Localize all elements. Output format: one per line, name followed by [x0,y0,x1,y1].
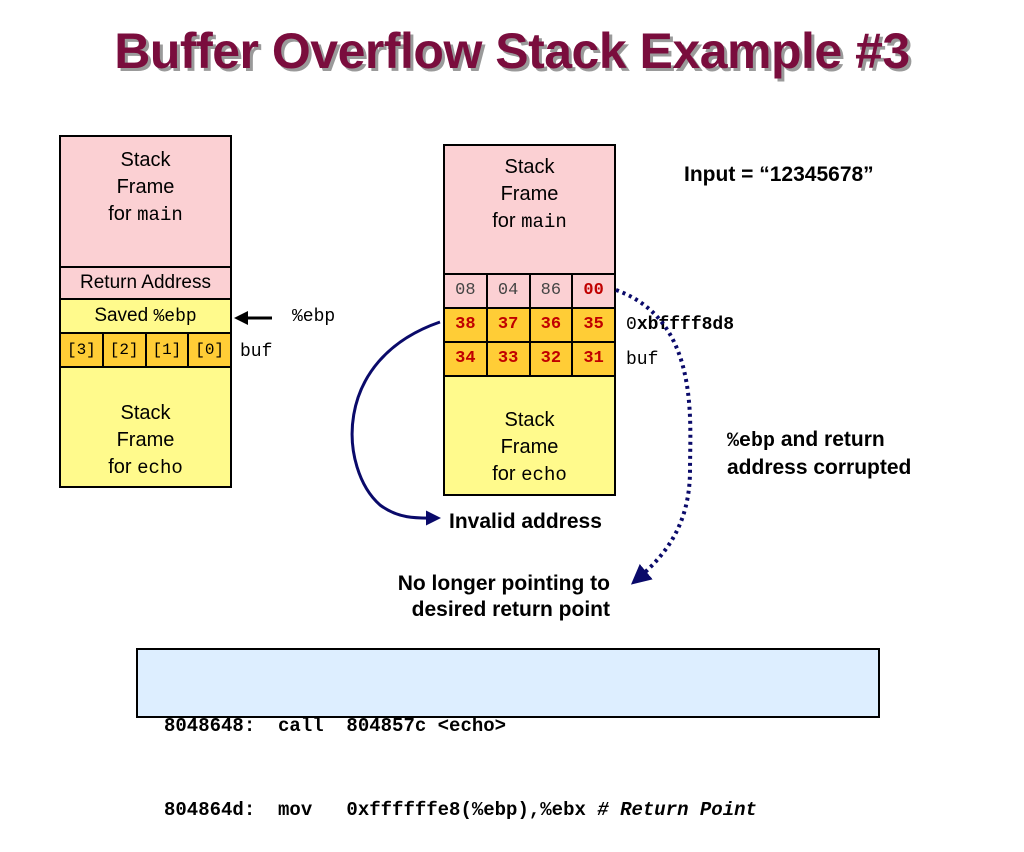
right-echo-frame-line3: for echo [492,463,567,486]
left-echo-frame-line2: Frame [116,429,175,451]
right-row-ebp: 38 37 36 35 [445,309,614,343]
right-main-frame-line1: Stack [504,156,555,178]
left-echo-frame: Stack Frame for echo [61,368,230,486]
right-stack: Stack Frame for main 08 04 86 00 38 37 3… [443,144,616,496]
right-byte: 08 [445,275,488,307]
right-row-buf: 34 33 32 31 [445,343,614,377]
code-line-1: 8048648: call 804857c <echo> [164,715,507,737]
right-byte: 86 [531,275,574,307]
left-echo-frame-line3: for echo [108,456,183,479]
left-buf-row: [3] [2] [1] [0] [61,334,230,368]
left-echo-frame-line1: Stack [120,402,171,424]
left-buf-cell: [0] [195,341,225,359]
right-main-frame: Stack Frame for main [445,146,614,275]
right-byte-corrupted: 34 [445,343,488,375]
invalid-address-arrow [350,320,441,526]
page-title: Buffer Overflow Stack Example #3 [114,23,910,79]
right-buf-label: buf [626,350,659,370]
left-main-frame-line3: for main [108,203,183,226]
left-return-address: Return Address [61,268,230,300]
right-row-return: 08 04 86 00 [445,275,614,309]
invalid-address-label: Invalid address [449,510,602,533]
corrupted-note: %ebp and return address corrupted [727,428,912,479]
right-echo-frame: Stack Frame for echo [445,377,614,494]
right-byte-corrupted: 38 [445,309,488,341]
arrows-layer [234,288,693,585]
left-ebp-label: %ebp [292,307,336,327]
right-addr-label: 0xbffff8d8 [626,315,735,335]
right-byte-corrupted: 33 [488,343,531,375]
right-byte-corrupted: 37 [488,309,531,341]
right-main-frame-line2: Frame [500,183,559,205]
code-listing: 8048648: call 804857c <echo> 804864d: mo… [136,648,880,821]
left-saved-ebp: Saved %ebp [61,300,230,334]
left-buf-cell: [2] [104,334,147,366]
no-longer-note: No longer pointing to desired return poi… [397,572,610,621]
ebp-pointer-arrow [234,311,272,325]
right-echo-frame-line1: Stack [504,409,555,431]
left-main-frame-line1: Stack [120,149,171,171]
code-line-2: 804864d: mov 0xffffffe8(%ebp),%ebx # Ret… [164,799,757,821]
left-buf-cell: [1] [147,334,190,366]
return-point-arrow [615,288,693,585]
left-stack: Stack Frame for main Return Address Save… [59,135,232,488]
left-buf-cell: [3] [61,334,104,366]
left-buf-label: buf [240,342,273,362]
input-text: Input = “12345678” [684,163,874,186]
right-byte-corrupted: 31 [583,349,604,368]
right-byte-corrupted: 32 [531,343,574,375]
left-main-frame-line2: Frame [116,176,175,198]
right-echo-frame-line2: Frame [500,436,559,458]
right-byte-corrupted: 36 [531,309,574,341]
right-main-frame-line3: for main [492,210,567,233]
left-main-frame: Stack Frame for main [61,137,230,268]
right-byte-corrupted: 00 [583,281,604,300]
right-byte: 04 [488,275,531,307]
right-byte-corrupted: 35 [583,315,604,334]
